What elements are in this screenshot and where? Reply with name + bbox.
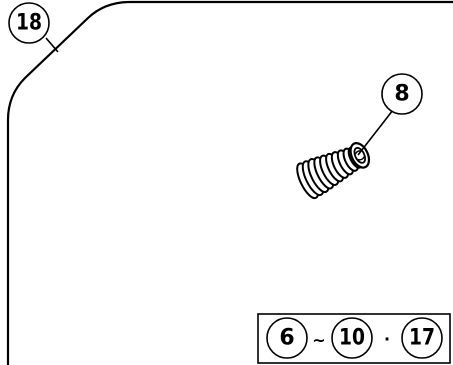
reference-label-first: 6	[279, 326, 294, 351]
reference-box: 6 ~ 10 · 17	[257, 313, 451, 364]
reference-label-third: 17	[409, 326, 435, 351]
callout-panel: 18	[8, 2, 59, 53]
reference-label-second: 10	[339, 326, 365, 351]
callout-part: 8	[357, 73, 423, 156]
reference-circle-second	[331, 317, 373, 359]
bushing-part	[296, 142, 371, 200]
reference-range-separator: ~	[312, 331, 325, 350]
callout-part-label: 8	[394, 82, 409, 107]
callout-panel-circle	[8, 2, 50, 44]
callout-part-circle	[381, 73, 423, 115]
panel-outline	[6, 0, 453, 365]
reference-circle-third	[401, 317, 443, 359]
callout-panel-leader	[45, 37, 59, 53]
callout-part-leader	[357, 109, 394, 156]
reference-circle-first	[266, 317, 308, 359]
reference-list-separator: ·	[384, 330, 390, 349]
callout-panel-label: 18	[16, 11, 42, 36]
